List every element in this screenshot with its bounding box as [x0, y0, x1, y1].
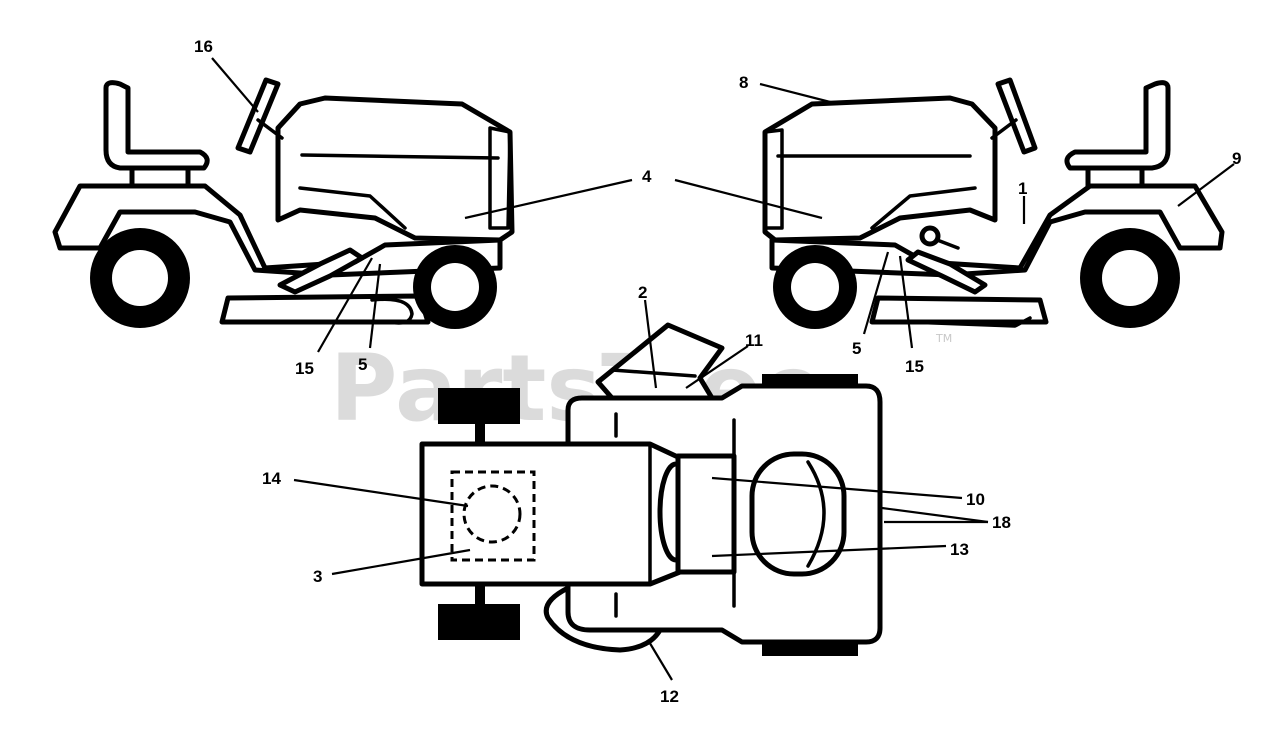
left-chassis	[52, 183, 503, 278]
leader-lines	[211, 57, 1235, 681]
left-rear-wheel-hub	[112, 250, 168, 306]
callout-13: 13	[950, 540, 969, 559]
callout-4: 4	[642, 167, 652, 186]
right-side-crease	[870, 186, 977, 230]
left-footrest	[277, 247, 365, 295]
top-hood	[419, 441, 683, 587]
leader-11	[685, 345, 749, 389]
callout-2: 2	[638, 283, 647, 302]
right-steering-wheel	[995, 77, 1038, 155]
callout-15-right: 15	[905, 357, 924, 376]
callout-10: 10	[966, 490, 985, 509]
tractor-right-side-view	[762, 77, 1225, 329]
left-seat-post	[129, 165, 191, 189]
left-steering-column	[256, 118, 284, 140]
left-steering-wheel	[235, 77, 281, 155]
leader-13	[711, 544, 947, 558]
leader-15-right	[898, 255, 914, 349]
callout-16: 16	[194, 37, 213, 56]
top-deck-side-bulge	[543, 585, 663, 653]
leader-8	[759, 82, 839, 106]
top-front-wheel-upper	[438, 388, 520, 424]
top-footboard	[675, 453, 737, 575]
top-front-wheel-lower	[438, 604, 520, 640]
leader-16	[211, 57, 259, 113]
left-grille	[488, 126, 512, 230]
leader-5-left	[368, 263, 382, 349]
callout-8: 8	[739, 73, 748, 92]
leader-12	[647, 639, 673, 681]
right-seat	[1064, 80, 1171, 171]
leader-9	[1177, 163, 1235, 207]
leader-4-left	[464, 178, 633, 220]
left-hood	[275, 95, 515, 243]
leader-2	[643, 299, 658, 389]
top-engine-cap-outline	[462, 484, 522, 544]
callout-labels: 16 4 15 5 8 9 1 5 15 2 11 14 3 10 18 13 …	[194, 37, 1241, 706]
right-front-wheel-hub	[791, 263, 839, 311]
top-rear-wheel-lower	[762, 642, 858, 656]
top-seat-back	[806, 460, 826, 568]
tractor-left-side-view	[52, 77, 515, 329]
leader-18-b	[881, 506, 989, 524]
right-grille	[763, 128, 784, 230]
right-lift-knob	[919, 225, 941, 247]
callout-5-right: 5	[852, 339, 861, 358]
right-seat-post	[1085, 165, 1145, 189]
watermark-trademark: TM	[935, 332, 952, 345]
left-seat	[103, 80, 210, 171]
left-side-crease	[298, 186, 407, 230]
top-left-axle-upper	[475, 420, 485, 448]
top-engine-outline	[450, 470, 536, 562]
leader-4-right	[674, 178, 823, 220]
left-hood-panel-line	[300, 153, 500, 160]
top-seat	[749, 451, 847, 577]
right-mower-deck	[869, 295, 1049, 325]
callout-18: 18	[992, 513, 1011, 532]
callout-1: 1	[1018, 179, 1027, 198]
callout-11: 11	[745, 331, 763, 350]
right-chassis	[769, 183, 1225, 278]
top-left-axle-lower	[475, 582, 485, 610]
leader-10	[711, 476, 963, 500]
leader-14	[293, 478, 469, 508]
right-steering-column	[990, 118, 1018, 140]
leader-15-left	[317, 257, 373, 353]
right-deck-outline	[906, 316, 1032, 328]
right-rear-wheel-hub	[1102, 250, 1158, 306]
right-hood	[762, 95, 998, 243]
callout-14: 14	[262, 469, 281, 488]
leader-3	[331, 548, 471, 576]
leader-5-right	[862, 251, 890, 335]
right-footrest	[905, 249, 988, 295]
callout-3: 3	[313, 567, 322, 586]
callout-15-left: 15	[295, 359, 314, 378]
callout-12: 12	[660, 687, 679, 706]
left-front-wheel-hub	[431, 263, 479, 311]
callout-5-left: 5	[358, 355, 367, 374]
left-deck-chute	[370, 297, 414, 325]
callout-9: 9	[1232, 149, 1241, 168]
